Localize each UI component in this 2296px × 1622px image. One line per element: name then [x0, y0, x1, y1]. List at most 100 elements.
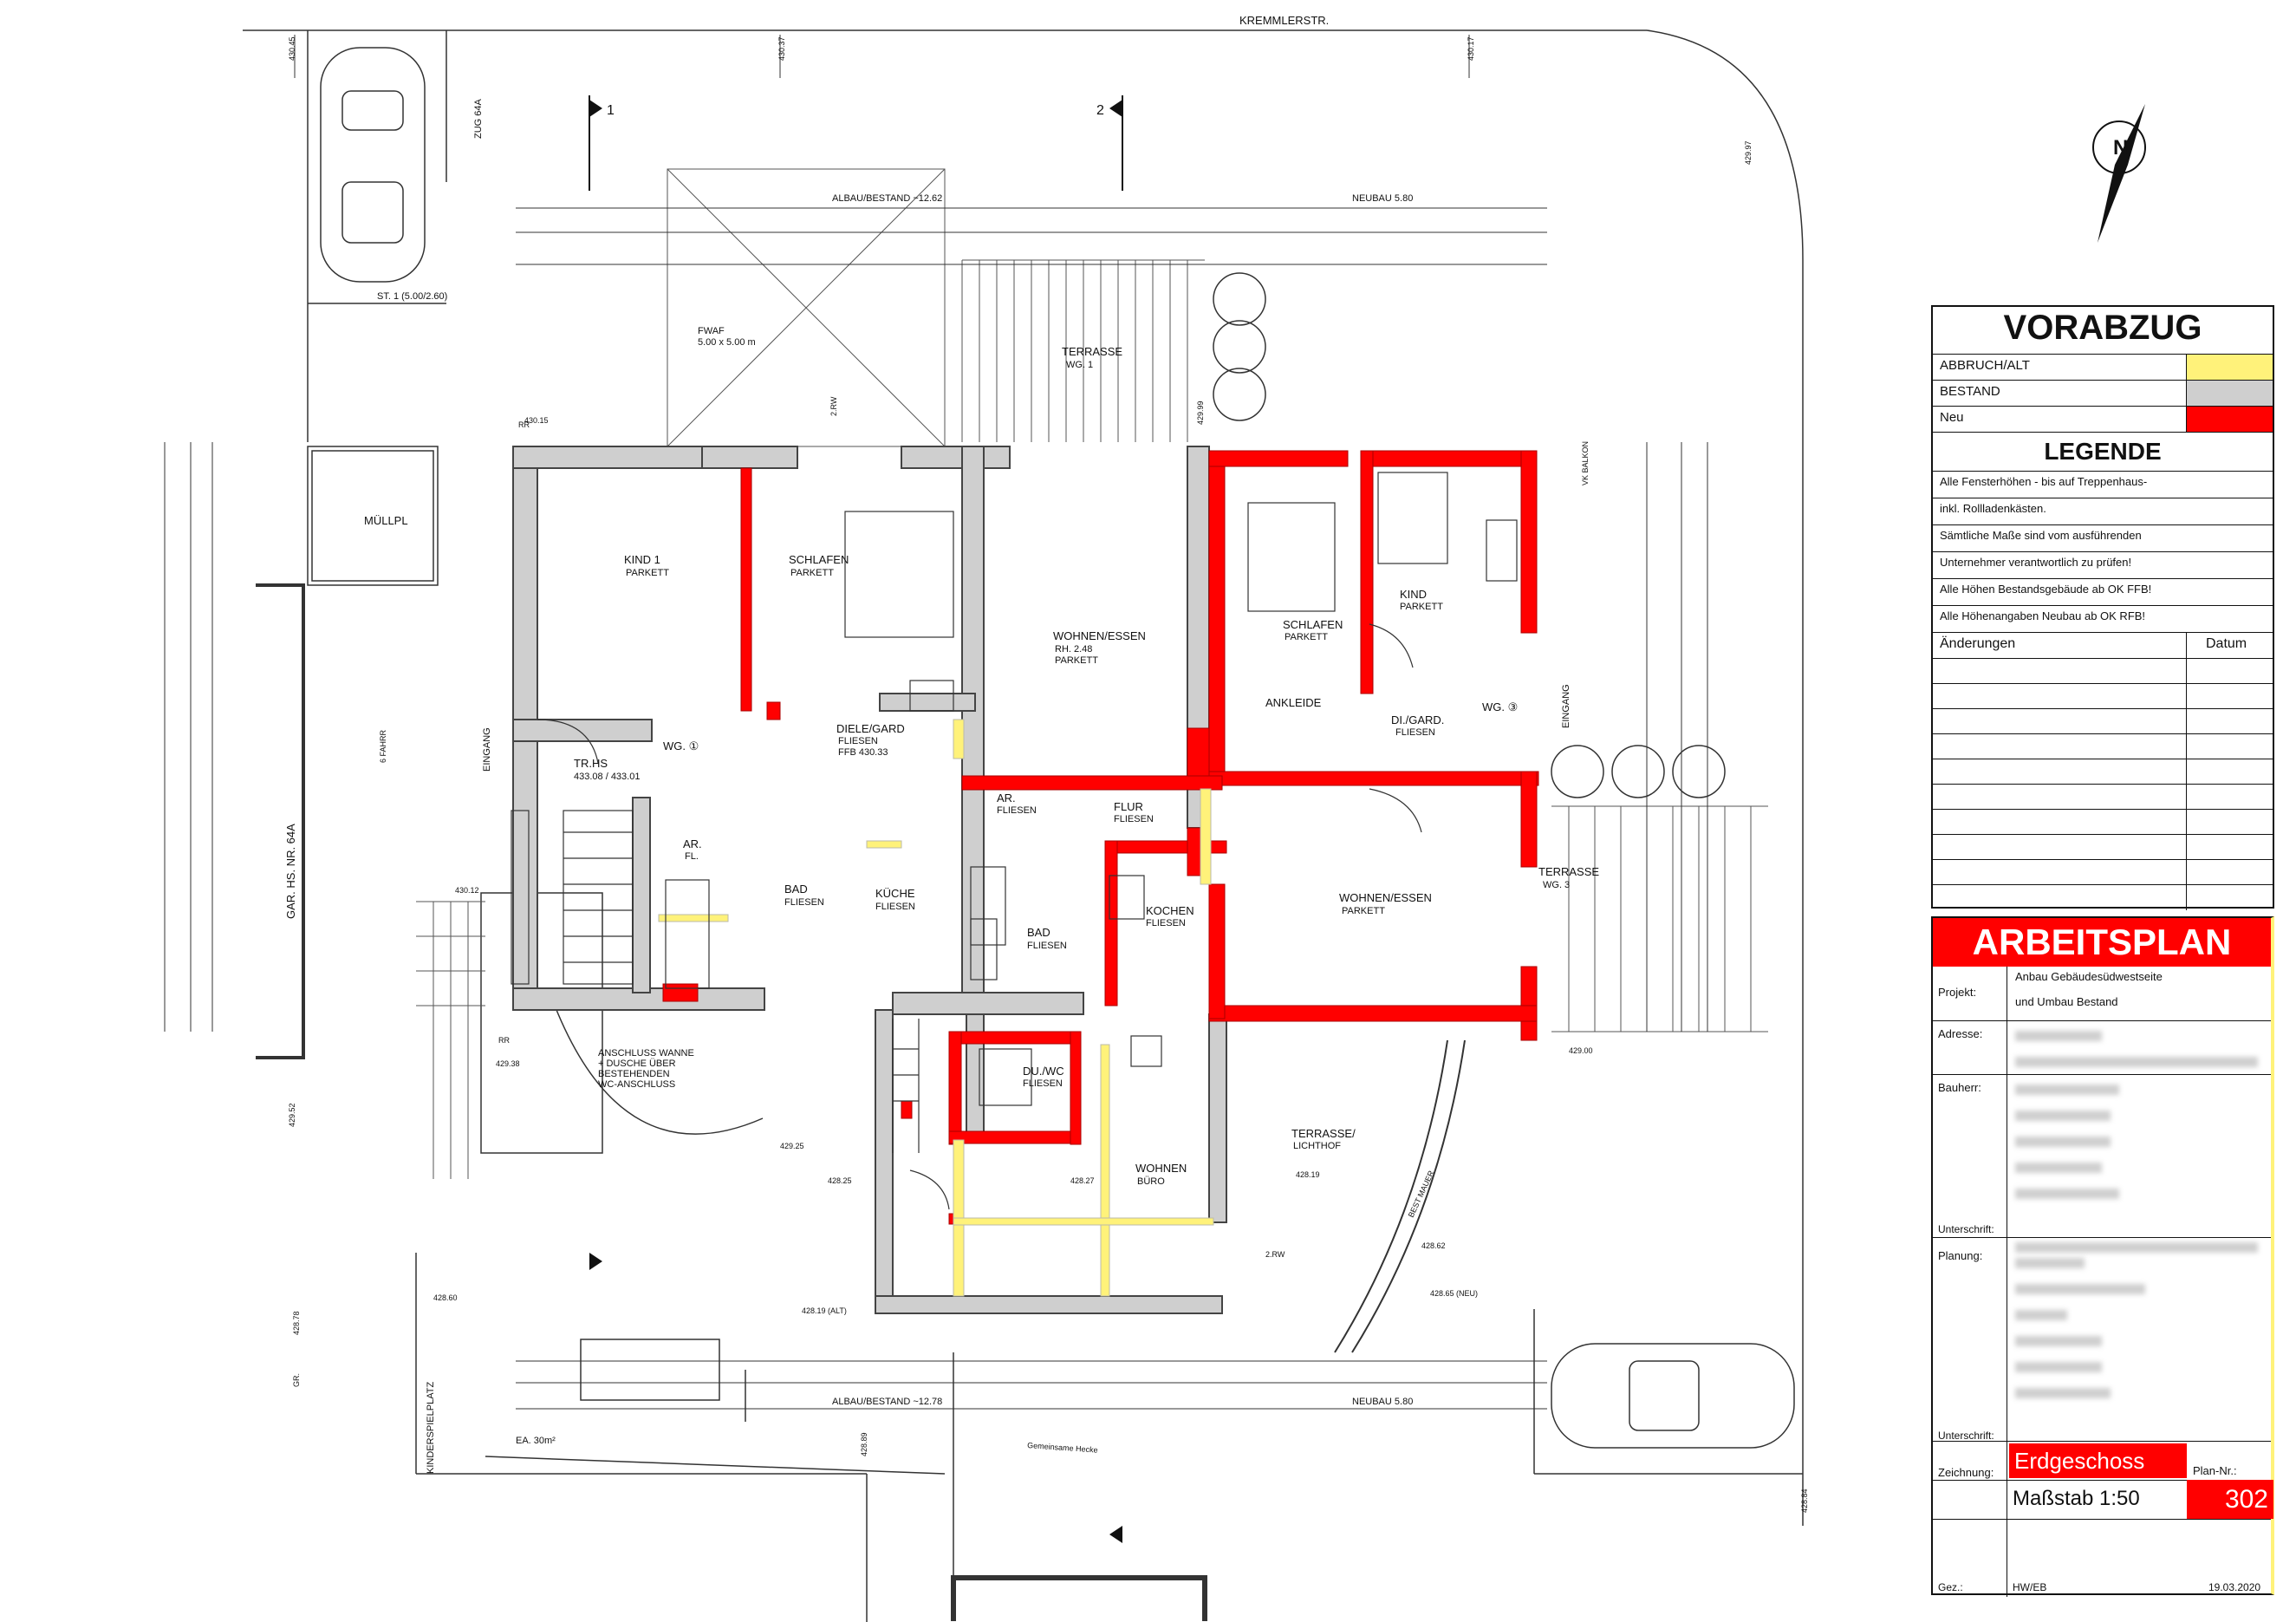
- projekt-line-2: und Umbau Bestand: [2015, 995, 2118, 1008]
- svg-text:FFB 430.33: FFB 430.33: [838, 747, 888, 758]
- note-row: Alle Höhenangaben Neubau ab OK RFB!: [1933, 606, 2273, 633]
- svg-text:WOHNEN/ESSEN: WOHNEN/ESSEN: [1053, 629, 1146, 642]
- svg-text:TR.HS: TR.HS: [574, 757, 608, 770]
- legend-swatch-neu: [2186, 407, 2273, 432]
- svg-text:KÜCHE: KÜCHE: [875, 887, 915, 900]
- svg-text:428.25: 428.25: [828, 1176, 852, 1185]
- svg-text:430.12: 430.12: [455, 886, 479, 895]
- north-arrow-icon: N: [2092, 104, 2146, 243]
- svg-text:429.52: 429.52: [288, 1103, 296, 1127]
- svg-text:433.08 / 433.01: 433.08 / 433.01: [574, 772, 640, 782]
- legend-row-bestand: BESTAND: [1933, 381, 2273, 407]
- planung-label: Planung:: [1938, 1249, 1983, 1262]
- svg-text:N: N: [2113, 136, 2128, 160]
- svg-text:PARKETT: PARKETT: [626, 568, 669, 578]
- svg-text:PARKETT: PARKETT: [1055, 655, 1098, 666]
- svg-text:1: 1: [607, 103, 615, 118]
- zeichnung-value: Erdgeschoss: [2009, 1443, 2187, 1478]
- new-walls: [662, 450, 1539, 1225]
- legende-title: LEGENDE: [1933, 433, 2273, 472]
- svg-text:430.37: 430.37: [777, 36, 786, 61]
- gez-value: HW/EB: [2013, 1581, 2047, 1593]
- svg-text:LICHTHOF: LICHTHOF: [1293, 1141, 1341, 1151]
- svg-text:AR.: AR.: [997, 791, 1016, 804]
- fwaf-size-label: 5.00 x 5.00 m: [698, 337, 756, 348]
- dim-bottom-neu: NEUBAU 5.80: [1352, 1397, 1413, 1407]
- legend-row-neu: Neu: [1933, 407, 2273, 433]
- play-area-label: EA. 30m²: [516, 1436, 556, 1446]
- svg-text:EINGANG: EINGANG: [1561, 684, 1571, 728]
- garage-label: GAR. HS. NR. 64A: [284, 824, 297, 919]
- svg-text:PARKETT: PARKETT: [1342, 906, 1385, 916]
- svg-text:BAD: BAD: [784, 883, 808, 896]
- svg-text:428.19: 428.19: [1296, 1170, 1320, 1179]
- svg-text:FLIESEN: FLIESEN: [838, 736, 878, 746]
- svg-text:DIELE/GARD: DIELE/GARD: [836, 722, 905, 735]
- svg-text:FLIESEN: FLIESEN: [875, 902, 915, 912]
- svg-text:430.17: 430.17: [1467, 36, 1475, 61]
- dim-bottom-alt: ALBAU/BESTAND ~12.78: [832, 1397, 942, 1407]
- car-top-icon: [320, 47, 426, 283]
- svg-text:428.19 (ALT): 428.19 (ALT): [802, 1306, 847, 1315]
- bauherr-label: Bauherr:: [1938, 1081, 1981, 1094]
- arbeitsplan-title: ARBEITSPLAN: [1933, 918, 2271, 967]
- plan-date: 19.03.2020: [2208, 1581, 2261, 1593]
- svg-text:RH. 2.48: RH. 2.48: [1055, 644, 1092, 655]
- svg-text:DI./GARD.: DI./GARD.: [1391, 713, 1444, 726]
- note-row: Unternehmer verantwortlich zu prüfen!: [1933, 552, 2273, 579]
- svg-text:BÜRO: BÜRO: [1137, 1176, 1165, 1187]
- plan-nr-label: Plan-Nr.:: [2193, 1464, 2237, 1477]
- svg-text:428.89: 428.89: [860, 1432, 868, 1456]
- svg-text:2: 2: [1096, 103, 1104, 118]
- zeichnung-label: Zeichnung:: [1938, 1466, 1994, 1479]
- fwaf-box: [667, 168, 946, 447]
- street-label: KREMMLERSTR.: [1239, 14, 1329, 27]
- projekt-label: Projekt:: [1938, 986, 1977, 999]
- svg-text:VK BALKON: VK BALKON: [1581, 441, 1590, 485]
- wg1-label: WG. ①: [663, 739, 699, 752]
- svg-text:AR.: AR.: [683, 837, 702, 850]
- legend-swatch-bestand: [2186, 381, 2273, 406]
- svg-text:FLIESEN: FLIESEN: [1023, 1078, 1063, 1089]
- svg-text:TERRASSE/: TERRASSE/: [1291, 1127, 1356, 1140]
- arbeitsplan-box: ARBEITSPLAN Projekt: Anbau Gebäudesüdwes…: [1931, 916, 2274, 1597]
- svg-text:429.00: 429.00: [1569, 1046, 1593, 1055]
- svg-text:DU./WC: DU./WC: [1023, 1065, 1064, 1078]
- svg-text:FLIESEN: FLIESEN: [997, 805, 1037, 816]
- demolition-lines: [658, 719, 1214, 1297]
- fwaf-label: FWAF: [698, 326, 725, 336]
- play-label: KINDERSPIELPLATZ: [426, 1382, 436, 1474]
- svg-text:WOHNEN: WOHNEN: [1135, 1162, 1187, 1175]
- svg-text:2.RW: 2.RW: [829, 396, 838, 416]
- vorabzug-title: VORABZUG: [1933, 307, 2273, 355]
- svg-text:WG. 3: WG. 3: [1543, 880, 1570, 890]
- dimension-lines: [164, 35, 1708, 1410]
- svg-text:428.84: 428.84: [1800, 1488, 1809, 1513]
- site-lines: [243, 29, 1804, 1622]
- svg-text:428.78: 428.78: [292, 1311, 301, 1335]
- svg-text:PARKETT: PARKETT: [790, 568, 834, 578]
- legend-swatch-abbruch: [2186, 355, 2273, 380]
- svg-text:428.60: 428.60: [433, 1293, 458, 1302]
- svg-text:429.38: 429.38: [496, 1059, 520, 1068]
- anschluss-note: ANSCHLUSS WANNE + DUSCHE ÜBER BESTEHENDE…: [598, 1048, 694, 1090]
- title-block: VORABZUG ABBRUCH/ALT BESTAND Neu LEGENDE…: [1931, 305, 2274, 1597]
- adresse-label: Adresse:: [1938, 1027, 1983, 1040]
- wg3-label: WG. ③: [1482, 700, 1518, 713]
- svg-text:PARKETT: PARKETT: [1285, 632, 1328, 642]
- svg-text:429.25: 429.25: [780, 1142, 804, 1150]
- svg-text:Gemeinsame Hecke: Gemeinsame Hecke: [1027, 1441, 1098, 1455]
- svg-text:WC-ANSCHLUSS: WC-ANSCHLUSS: [598, 1079, 675, 1090]
- svg-text:FLUR: FLUR: [1114, 800, 1143, 813]
- svg-text:GR.: GR.: [292, 1373, 301, 1387]
- svg-text:FLIESEN: FLIESEN: [1027, 941, 1067, 951]
- projekt-line-1: Anbau Gebäudesüdwestseite: [2015, 970, 2163, 983]
- svg-text:EINGANG: EINGANG: [482, 727, 492, 772]
- massstab-value: Maßstab 1:50: [2013, 1487, 2140, 1510]
- svg-text:ZUG 64A: ZUG 64A: [473, 98, 484, 139]
- legend-row-abbruch: ABBRUCH/ALT: [1933, 355, 2273, 381]
- unterschrift2-label: Unterschrift:: [1938, 1430, 1994, 1442]
- svg-text:428.27: 428.27: [1070, 1176, 1095, 1185]
